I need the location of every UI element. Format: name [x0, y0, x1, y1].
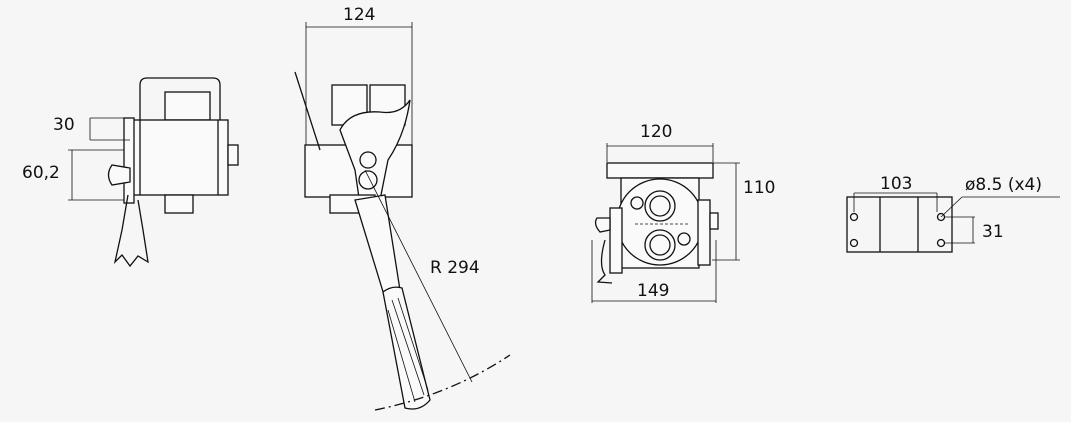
dim-103: 103 [880, 174, 912, 194]
dim-60-2: 60,2 [22, 163, 60, 183]
front-view: 120 110 149 [591, 122, 775, 303]
dim-r294: R 294 [430, 258, 480, 278]
side-view: 30 60,2 [22, 77, 239, 268]
dim-110: 110 [743, 178, 775, 198]
mount-plate-view: 103 ø8.5 (x4) 31 [846, 174, 1060, 253]
dim-hole-diameter: ø8.5 (x4) [965, 175, 1042, 195]
dim-120: 120 [640, 122, 672, 142]
lever-view: R 294 124 [294, 5, 511, 411]
dim-31: 31 [982, 222, 1004, 242]
dim-149: 149 [637, 281, 669, 301]
dim-124: 124 [343, 5, 375, 25]
dim-30: 30 [53, 115, 75, 135]
